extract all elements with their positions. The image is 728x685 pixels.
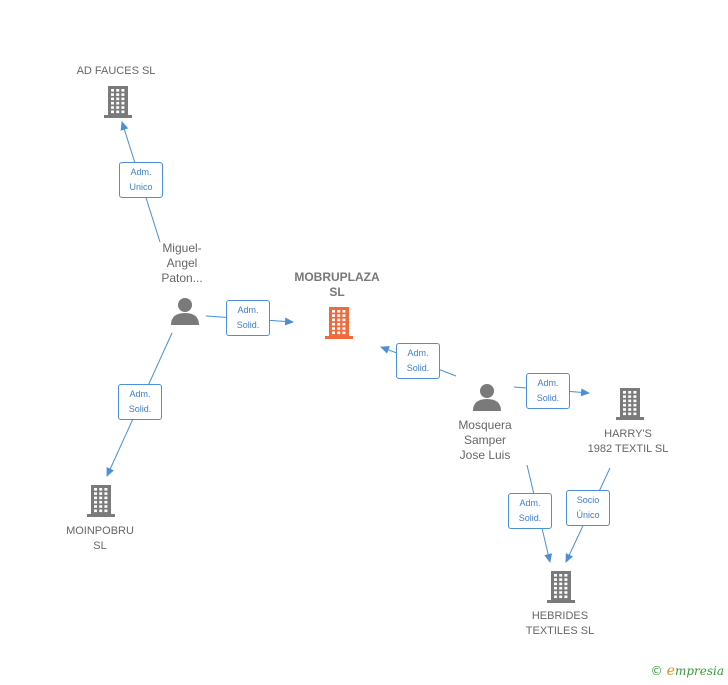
icons-layer bbox=[87, 86, 644, 603]
node-label-hebrides[interactable]: HEBRIDES TEXTILES SL bbox=[525, 610, 595, 637]
node-label-moinpobru[interactable]: MOINPOBRU SL bbox=[66, 525, 134, 552]
building-icon-harrys[interactable] bbox=[616, 388, 644, 420]
brand-name: mpresia bbox=[674, 664, 724, 678]
building-icon-ad_fauces[interactable] bbox=[104, 86, 132, 118]
node-label-mosquera[interactable]: Mosquera Samper Jose Luis bbox=[458, 418, 512, 462]
edge-label-mosquera-mobruplaza[interactable]: Adm. Solid. bbox=[396, 343, 440, 379]
edge-label-mosquera-hebrides[interactable]: Adm. Solid. bbox=[508, 493, 552, 529]
brand-initial: e bbox=[666, 663, 675, 679]
person-icon-mosquera[interactable] bbox=[473, 384, 501, 411]
node-label-ad-fauces[interactable]: AD FAUCES SL bbox=[76, 65, 156, 77]
edge-label-mosquera-harrys[interactable]: Adm. Solid. bbox=[526, 373, 570, 409]
node-label-miguel[interactable]: Miguel- Angel Paton... bbox=[161, 241, 203, 285]
edge-label-miguel-moinpobru[interactable]: Adm. Solid. bbox=[118, 384, 162, 420]
building-icon-moinpobru[interactable] bbox=[87, 485, 115, 517]
person-icon-miguel[interactable] bbox=[171, 298, 199, 325]
building-icon-hebrides[interactable] bbox=[547, 571, 575, 603]
edge-label-harrys-hebrides[interactable]: Socio Único bbox=[566, 490, 610, 526]
edge-label-miguel-ad-fauces[interactable]: Adm. Unico bbox=[119, 162, 163, 198]
copyright-symbol: © bbox=[650, 664, 663, 678]
edge-label-miguel-mobruplaza[interactable]: Adm. Solid. bbox=[226, 300, 270, 336]
node-label-harrys[interactable]: HARRY'S 1982 TEXTIL SL bbox=[587, 428, 669, 455]
node-label-mobruplaza[interactable]: MOBRUPLAZA SL bbox=[294, 270, 380, 299]
building-icon-mobruplaza[interactable] bbox=[325, 307, 353, 339]
empresia-footer: ©empresia bbox=[651, 663, 724, 679]
